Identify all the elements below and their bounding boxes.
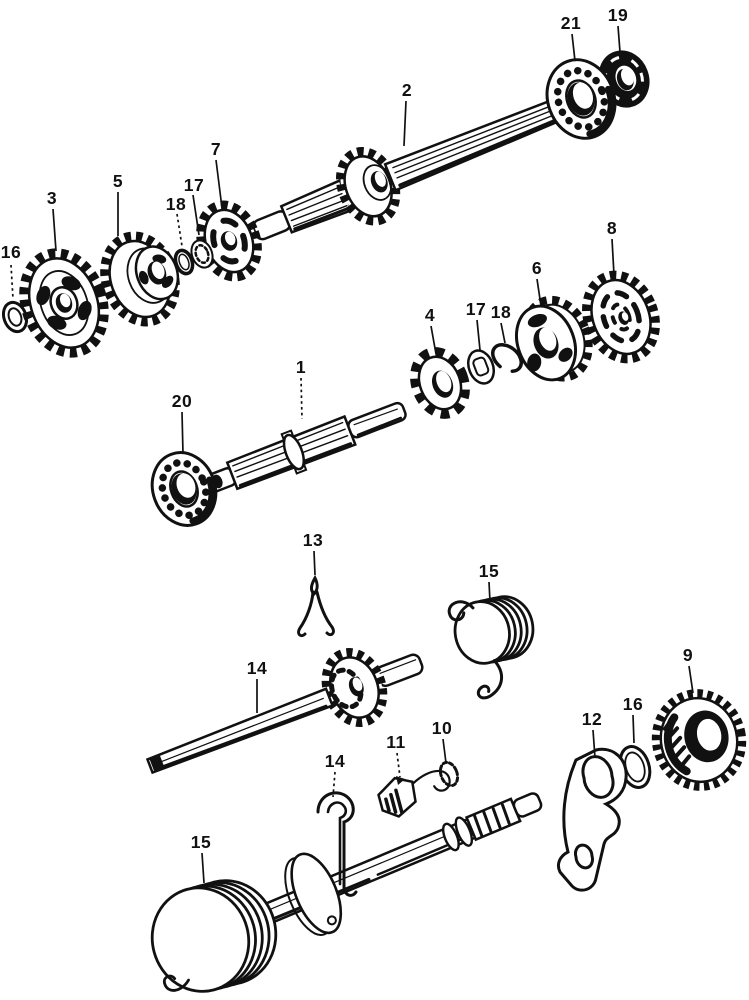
ratchet-spring-torsion-15: [447, 595, 535, 700]
callout-label-10: 10: [432, 718, 452, 738]
leader-19: [617, 25, 621, 53]
callout-label-15-bottom: 15: [191, 832, 211, 852]
gear-3: [19, 248, 109, 358]
leader-16-bottom: [632, 714, 635, 744]
kickstarter-spindle-assembly: [150, 689, 747, 993]
callout-label-17-top: 17: [184, 175, 204, 195]
kick-return-spring-15: [150, 879, 278, 993]
callout-label-16-bottom: 16: [623, 694, 643, 714]
leader-1: [300, 377, 303, 420]
kick-ratchet-11: [377, 769, 451, 818]
callout-label-17-mid: 17: [466, 299, 486, 319]
clutch-hub-gear-6: [515, 295, 593, 382]
kick-starter-shaft-14: [145, 648, 424, 775]
gear-4: [410, 347, 470, 419]
ball-bearing-21: [545, 58, 617, 140]
callout-label-14-bottom: 14: [325, 751, 345, 771]
leader-7: [215, 159, 223, 209]
leader-17-mid: [476, 319, 481, 351]
callout-label-18-top: 18: [166, 194, 186, 214]
leader-21: [571, 33, 576, 62]
callout-label-15-top: 15: [479, 561, 499, 581]
callout-label-9: 9: [683, 645, 693, 665]
leader-lines: [10, 25, 694, 884]
gear-5: [100, 231, 180, 327]
leader-2: [403, 100, 407, 147]
kick-pinion-gear-7: [196, 200, 262, 282]
joint-clip-13: [297, 574, 335, 638]
callout-label-11: 11: [386, 732, 406, 752]
thrust-washer-16: [1, 300, 29, 334]
kick-gear: [321, 648, 388, 727]
countershaft-assembly: [150, 270, 660, 527]
ratchet-spring-10: [438, 760, 460, 788]
leader-12: [592, 729, 596, 759]
callout-label-8: 8: [607, 218, 617, 238]
callout-label-7: 7: [211, 139, 221, 159]
callout-label-16-top: 16: [1, 242, 21, 262]
leader-16-top: [10, 264, 14, 300]
callout-label-5: 5: [113, 171, 123, 191]
leader-18-mid: [500, 322, 506, 344]
mainshaft-assembly: [1, 50, 650, 358]
callout-label-4: 4: [425, 305, 435, 325]
leader-9: [688, 665, 694, 694]
gear-8: [582, 270, 660, 364]
mainshaft: [252, 96, 567, 241]
leader-11: [396, 752, 401, 778]
leader-11-arrowhead: [396, 776, 405, 785]
callout-labels: 16 3 5 18 17 7 2 21 19 8 6 18 17 4 1 20 …: [1, 5, 693, 852]
callout-label-18-mid: 18: [491, 302, 511, 322]
callout-label-6: 6: [532, 258, 542, 278]
leader-15-top: [488, 581, 491, 603]
leader-17-top: [192, 194, 200, 236]
tab-washer-17: [466, 349, 496, 385]
callout-label-13: 13: [303, 530, 323, 550]
leader-14-bottom: [332, 771, 336, 798]
callout-label-1: 1: [296, 357, 306, 377]
callout-label-3: 3: [47, 188, 57, 208]
mainshaft-gear: [335, 147, 401, 226]
stopper-plate-12: [556, 747, 628, 892]
spindle-clip-14: [316, 791, 358, 897]
callout-label-2: 2: [402, 80, 412, 100]
leader-15-bottom: [201, 852, 205, 884]
leader-6: [536, 278, 542, 307]
leader-20: [181, 411, 184, 455]
spring-seat-disc: [284, 852, 343, 936]
callout-label-14-top: 14: [247, 658, 267, 678]
leader-3: [52, 208, 57, 252]
leader-18-top: [176, 213, 183, 247]
callout-label-19: 19: [608, 5, 628, 25]
callout-label-12: 12: [582, 709, 602, 729]
snap-ring-18: [491, 343, 523, 373]
callout-label-20: 20: [172, 391, 192, 411]
countershaft-collar: [280, 429, 308, 475]
leader-13: [313, 550, 316, 576]
callout-label-21: 21: [561, 13, 581, 33]
countershaft: [205, 401, 407, 493]
ball-bearing-20: [150, 451, 218, 527]
leader-8: [611, 238, 615, 276]
leader-10: [442, 738, 447, 764]
kickstarter-upper-parts: [145, 574, 535, 775]
idle-gear-9: [651, 689, 747, 791]
leader-4: [430, 325, 437, 355]
